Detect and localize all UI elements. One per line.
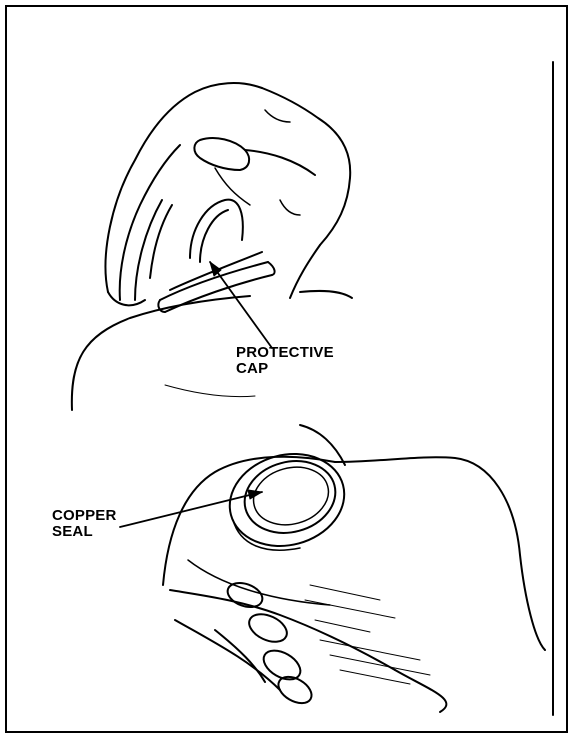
copper-seal-arrowhead <box>248 490 262 499</box>
copper-seal-outlet <box>219 442 354 559</box>
protective-cap-loop <box>158 200 274 312</box>
protective-cap-label: PROTECTIVE CAP <box>236 345 334 377</box>
protective-cap-label-line2: CAP <box>236 361 334 377</box>
copper-seal-label-line1: COPPER <box>52 508 117 524</box>
copper-seal-arrow <box>120 492 262 527</box>
hand-bottom <box>170 579 446 712</box>
lower-cylinder <box>163 425 545 650</box>
copper-seal-label-line2: SEAL <box>52 524 117 540</box>
hand-top <box>106 83 351 305</box>
copper-seal-label: COPPER SEAL <box>52 508 117 540</box>
protective-cap-arrow <box>210 262 272 348</box>
protective-cap-label-line1: PROTECTIVE <box>236 345 334 361</box>
